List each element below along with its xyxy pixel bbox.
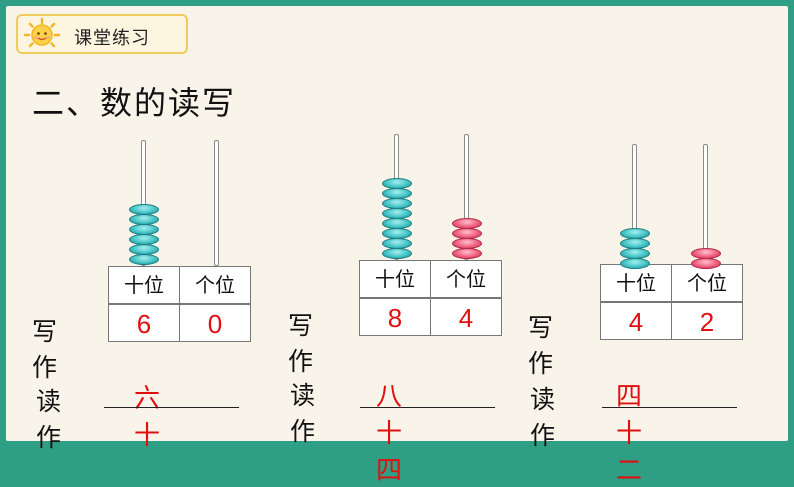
slide: 课堂练习 二、数的读写 十位 个位 写作 6 0 读作 六十 十位 个位 写作 [6, 6, 788, 486]
tens-bead [382, 178, 412, 189]
tens-bead [620, 228, 650, 239]
place-value-header: 十位 个位 [359, 260, 502, 298]
write-label: 写作 [528, 313, 554, 378]
tens-bead [382, 188, 412, 199]
ones-rod [464, 134, 469, 260]
tens-bead [129, 224, 159, 235]
reading-answer: 六十 [134, 384, 162, 451]
tens-bead [129, 244, 159, 255]
answer-line [602, 407, 737, 408]
section-title: 二、数的读写 [32, 84, 237, 122]
tens-bead [129, 214, 159, 225]
read-label: 读作 [530, 385, 556, 450]
tens-place-label: 十位 [600, 264, 672, 302]
ones-place-label: 个位 [179, 266, 251, 304]
tens-rod [141, 140, 146, 266]
written-number: 4 2 [600, 302, 743, 340]
tens-bead [382, 238, 412, 249]
tens-bead [382, 198, 412, 209]
tens-bead [620, 238, 650, 249]
ones-place-label: 个位 [671, 264, 743, 302]
ones-digit: 4 [430, 298, 502, 336]
read-label: 读作 [36, 387, 62, 452]
written-number: 8 4 [359, 298, 502, 336]
header-tag: 课堂练习 [16, 14, 188, 54]
tens-bead [382, 218, 412, 229]
header-title: 课堂练习 [74, 28, 150, 49]
answer-line [360, 407, 495, 408]
tens-bead [129, 254, 159, 265]
ones-bead [452, 228, 482, 239]
written-number: 6 0 [108, 304, 251, 342]
tens-bead [620, 258, 650, 269]
place-value-header: 十位 个位 [108, 266, 251, 304]
ones-digit: 0 [179, 304, 251, 342]
tens-bead [620, 248, 650, 259]
answer-line [104, 407, 239, 408]
ones-place-label: 个位 [430, 260, 502, 298]
read-label: 读作 [290, 381, 316, 446]
tens-bead [129, 204, 159, 215]
tens-bead [382, 208, 412, 219]
ones-bead [691, 248, 721, 259]
tens-digit: 6 [108, 304, 180, 342]
ones-bead [691, 258, 721, 269]
tens-digit: 8 [359, 298, 431, 336]
tens-place-label: 十位 [108, 266, 180, 304]
tens-bead [129, 234, 159, 245]
ones-bead [452, 248, 482, 259]
ones-digit: 2 [671, 302, 743, 340]
reading-answer: 八十四 [376, 382, 404, 486]
ones-bead [452, 218, 482, 229]
place-value-header: 十位 个位 [600, 264, 743, 302]
write-label: 写作 [32, 317, 58, 382]
tens-digit: 4 [600, 302, 672, 340]
tens-place-label: 十位 [359, 260, 431, 298]
tens-bead [382, 248, 412, 259]
ones-bead [452, 238, 482, 249]
tens-bead [382, 228, 412, 239]
ones-rod [214, 140, 219, 266]
write-label: 写作 [288, 311, 314, 376]
reading-answer: 四十二 [616, 382, 644, 486]
sun-icon [23, 17, 61, 48]
